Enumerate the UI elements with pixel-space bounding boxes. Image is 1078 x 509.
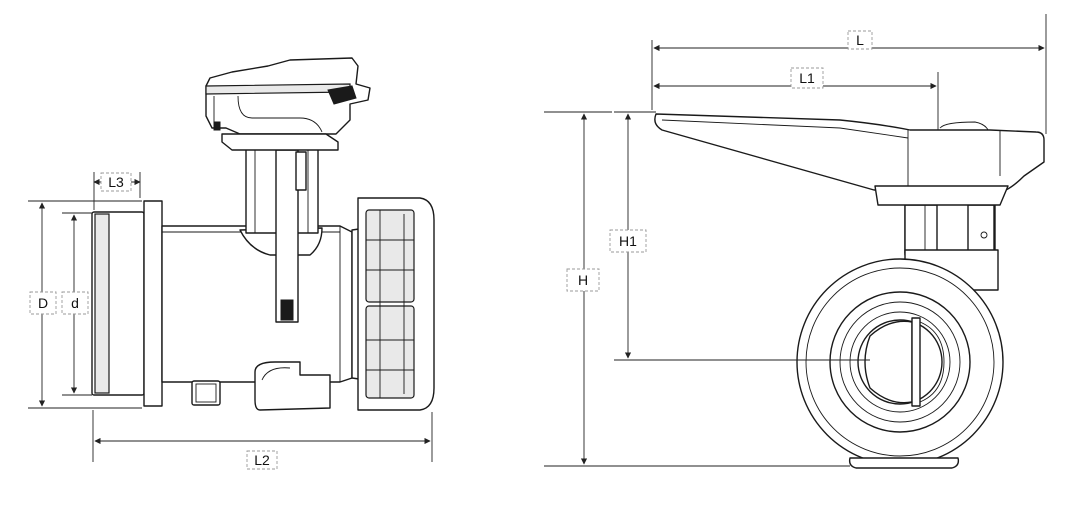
ball-disc [864, 320, 913, 404]
stem-tip [280, 299, 294, 321]
stem-pin [295, 151, 307, 191]
label-d-inner: d [61, 291, 89, 315]
disc-stem [911, 317, 921, 407]
drain-boss [191, 380, 221, 406]
label-l3-text: L3 [108, 174, 124, 190]
left-end-face [94, 213, 110, 394]
handle-base [221, 133, 339, 151]
label-h1-text: H1 [619, 233, 637, 249]
label-l3: L3 [100, 172, 132, 192]
label-d-inner-text: d [71, 295, 79, 311]
left-flange [143, 200, 163, 407]
body-foot [848, 457, 960, 469]
label-h: H [566, 268, 600, 292]
label-l-text: L [856, 32, 864, 48]
bottom-support [254, 361, 331, 411]
lever-hub [874, 185, 1009, 206]
label-l1-text: L1 [799, 70, 815, 86]
label-d-outer-text: D [38, 295, 48, 311]
label-h-text: H [578, 272, 588, 288]
valve-side-view [91, 57, 435, 411]
label-l2-text: L2 [254, 452, 270, 468]
lever-handle [654, 113, 1045, 191]
label-l1: L1 [790, 67, 824, 89]
label-d-outer: D [29, 291, 57, 315]
label-h1: H1 [609, 229, 647, 253]
top-handle [205, 57, 371, 135]
label-l: L [847, 30, 873, 50]
handle-stem [275, 149, 299, 323]
label-l2: L2 [246, 450, 278, 470]
valve-front-view [654, 113, 1045, 469]
